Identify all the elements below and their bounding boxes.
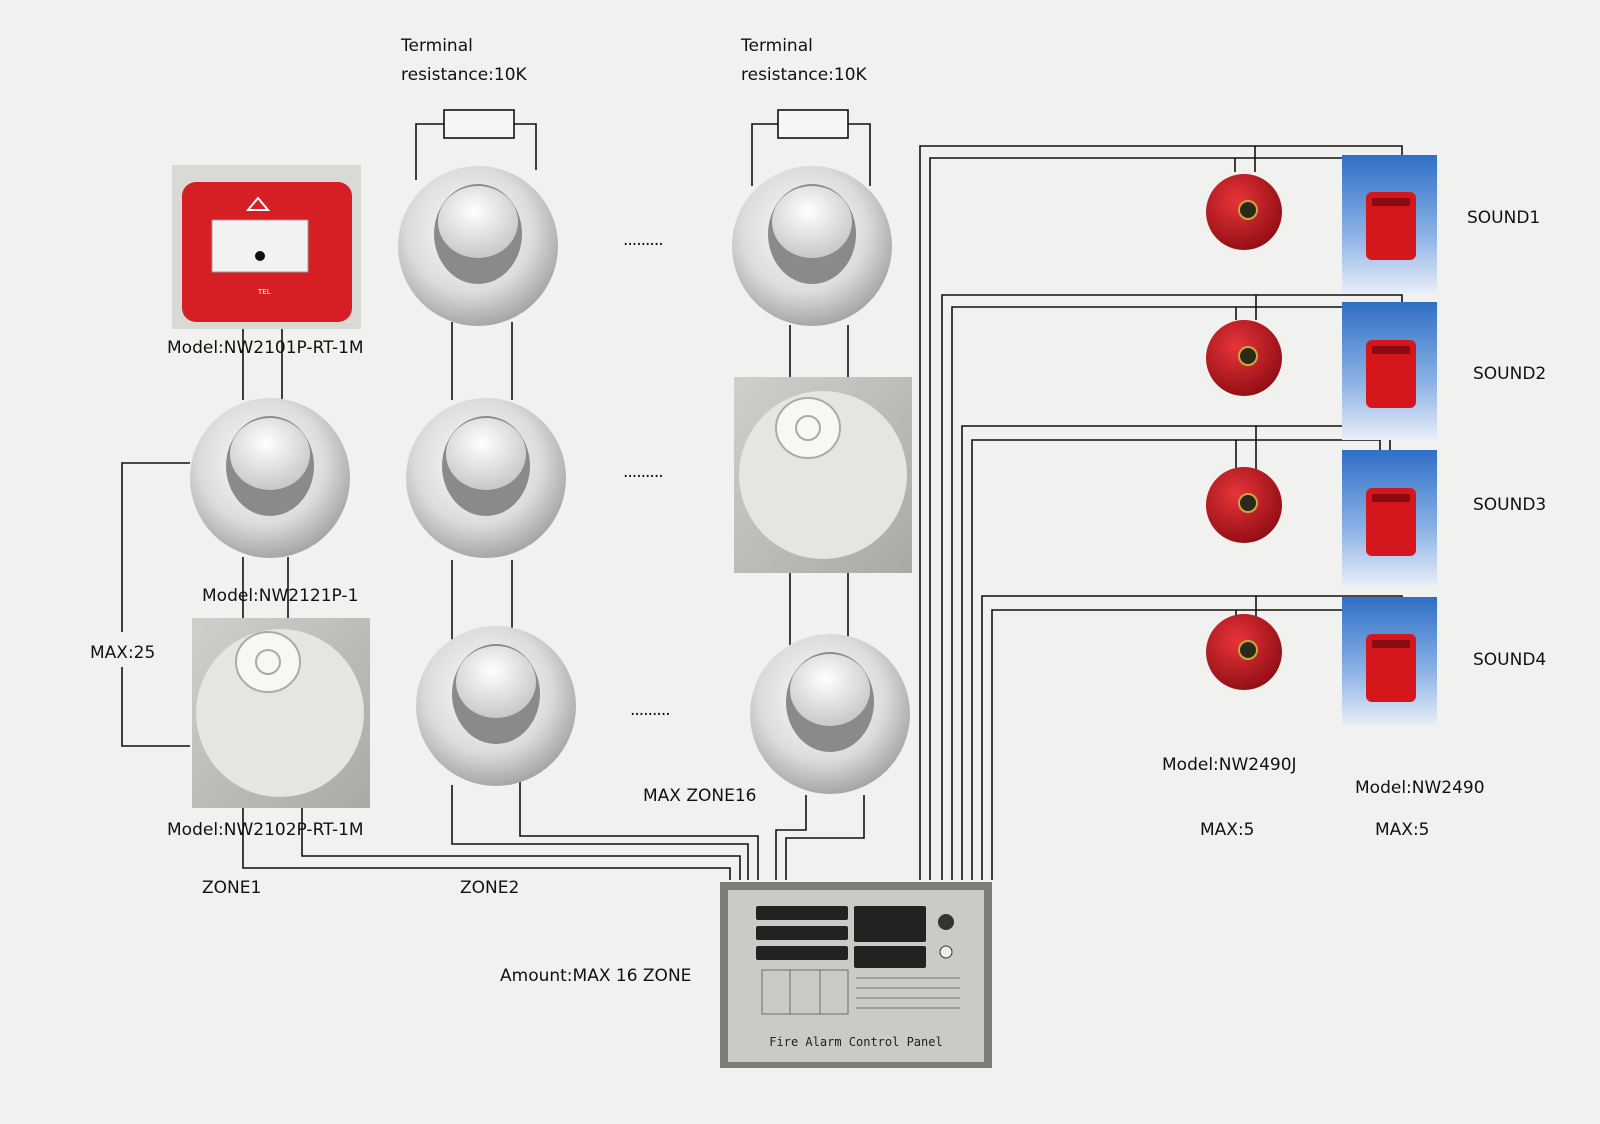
terminal-resistor-1 xyxy=(443,109,515,139)
panel-caption: Fire Alarm Control Panel xyxy=(769,1035,942,1049)
amount-label: Amount:MAX 16 ZONE xyxy=(500,966,692,986)
zone1-label: ZONE1 xyxy=(202,878,262,898)
smoke-detector-zone2-mid xyxy=(406,398,566,558)
bells xyxy=(1206,174,1282,690)
terminal-label-line2: resistance:10K xyxy=(741,65,867,85)
wires xyxy=(121,123,1403,880)
fire-alarm-control-panel: Fire Alarm Control Panel xyxy=(720,882,992,1068)
model-heat-detector: Model:NW2102P-RT-1M xyxy=(167,820,364,840)
sound1-wire xyxy=(919,145,1403,880)
manual-call-point: TEL xyxy=(172,165,361,329)
sound4-wire xyxy=(981,595,1403,880)
terminal-resistor-wire-1 xyxy=(415,123,537,180)
ellipsis-row2: ......... xyxy=(623,462,664,482)
sound3-label: SOUND3 xyxy=(1473,495,1547,515)
sound2-label: SOUND2 xyxy=(1473,364,1547,384)
max25-bracket xyxy=(121,462,190,747)
smoke-detector-zone2-bottom xyxy=(416,626,576,786)
heat-detector-zone1 xyxy=(192,618,370,808)
terminal-resistor-wire-2 xyxy=(751,123,871,186)
zone16-wire xyxy=(775,325,865,880)
sound2-wire xyxy=(941,294,1403,880)
sound3-wire xyxy=(961,425,1391,880)
smoke-detector-zone16-bottom xyxy=(750,634,910,794)
zone2-wire xyxy=(451,322,759,880)
model-smoke-detector: Model:NW2121P-1 xyxy=(202,586,359,606)
sound4-label: SOUND4 xyxy=(1473,650,1547,670)
bell-sound1 xyxy=(1206,174,1282,250)
model-bell: Model:NW2490J xyxy=(1162,755,1297,775)
terminal-label-line1: Terminal xyxy=(741,36,813,56)
zone1-wire xyxy=(242,322,741,880)
smoke-detector-zone1 xyxy=(190,398,350,558)
terminal-resistance-label-1: Terminal resistance:10K xyxy=(401,32,527,90)
bell-sound2 xyxy=(1206,320,1282,396)
bell-sound3 xyxy=(1206,467,1282,543)
strobes xyxy=(1342,155,1437,725)
smoke-detector-zone16-top xyxy=(732,166,892,326)
terminal-label-line2: resistance:10K xyxy=(401,65,527,85)
max-devices-label: MAX:25 xyxy=(90,643,156,663)
model-strobe: Model:NW2490 xyxy=(1355,778,1485,798)
smoke-detector-zone2-top xyxy=(398,166,558,326)
max-bell: MAX:5 xyxy=(1200,820,1255,840)
max-strobe: MAX:5 xyxy=(1375,820,1430,840)
max-zone-label: MAX ZONE16 xyxy=(643,786,757,806)
call-point-tel: TEL xyxy=(257,288,271,296)
strobe-sound1 xyxy=(1342,155,1437,293)
terminal-resistance-label-2: Terminal resistance:10K xyxy=(741,32,867,90)
bell-sound4 xyxy=(1206,614,1282,690)
terminal-resistor-2 xyxy=(777,109,849,139)
smoke-detectors xyxy=(190,166,910,794)
strobe-sound2 xyxy=(1342,302,1437,440)
ellipsis-row1: ......... xyxy=(623,230,664,250)
model-manual-call-point: Model:NW2101P-RT-1M xyxy=(167,338,364,358)
strobe-sound4 xyxy=(1342,597,1437,725)
zone2-label: ZONE2 xyxy=(460,878,520,898)
ellipsis-row3: ......... xyxy=(630,700,671,720)
terminal-label-line1: Terminal xyxy=(401,36,473,56)
sound1-label: SOUND1 xyxy=(1467,208,1541,228)
heat-detector-zone16 xyxy=(734,377,912,573)
strobe-sound3 xyxy=(1342,450,1437,586)
